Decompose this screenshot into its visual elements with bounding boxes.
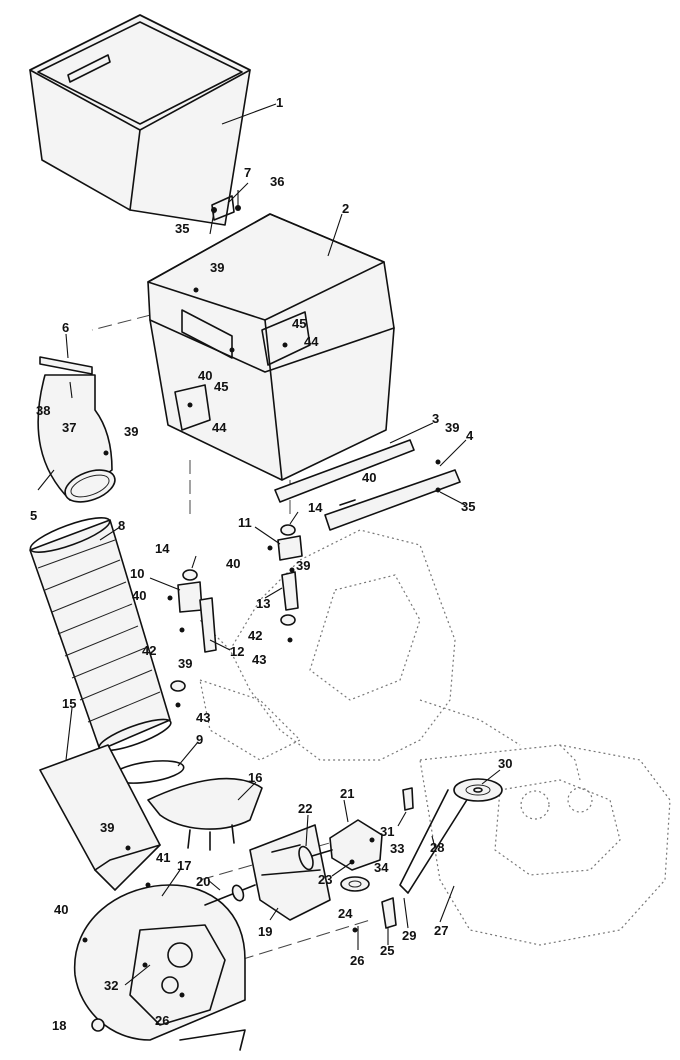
callout-16: 16 bbox=[248, 770, 262, 785]
large-pulley bbox=[453, 778, 503, 802]
callout-28: 28 bbox=[430, 840, 444, 855]
callout-3: 3 bbox=[432, 411, 439, 426]
collector-housing bbox=[147, 213, 395, 481]
callout-11: 11 bbox=[238, 515, 252, 530]
callout-33: 33 bbox=[390, 841, 404, 856]
callout-14-right: 14 bbox=[308, 500, 323, 515]
pin bbox=[402, 787, 414, 811]
callout-30: 30 bbox=[498, 756, 512, 771]
mount-brackets bbox=[170, 524, 303, 692]
callout-42-left: 42 bbox=[142, 643, 156, 658]
callout-44-front: 44 bbox=[304, 334, 319, 349]
callout-1: 1 bbox=[276, 95, 283, 110]
callout-38: 38 bbox=[36, 403, 50, 418]
callout-35-upper: 35 bbox=[175, 221, 189, 236]
mounting-rails bbox=[274, 439, 461, 531]
callout-45-side: 45 bbox=[214, 379, 228, 394]
callout-29: 29 bbox=[402, 928, 416, 943]
callout-39-discharge: 39 bbox=[100, 820, 114, 835]
flexible-hose bbox=[29, 517, 172, 752]
small-pulley bbox=[340, 876, 370, 892]
callout-36: 36 bbox=[270, 174, 284, 189]
callout-39-chute: 39 bbox=[124, 424, 138, 439]
callout-43-right: 43 bbox=[252, 652, 266, 667]
callout-39-bracket: 39 bbox=[178, 656, 192, 671]
deck-spindle-pulley-b bbox=[567, 787, 593, 813]
callout-10: 10 bbox=[130, 566, 144, 581]
callout-44-side: 44 bbox=[212, 420, 227, 435]
callout-13: 13 bbox=[256, 596, 270, 611]
callout-37: 37 bbox=[62, 420, 76, 435]
callout-23: 23 bbox=[318, 872, 332, 887]
callout-42-right: 42 bbox=[248, 628, 262, 643]
housing-side-opening bbox=[181, 309, 233, 359]
callout-39-housing: 39 bbox=[210, 260, 224, 275]
callout-35-lower: 35 bbox=[461, 499, 475, 514]
callout-41: 41 bbox=[156, 850, 170, 865]
tensioner bbox=[381, 897, 397, 929]
callout-21: 21 bbox=[340, 786, 354, 801]
callout-40-rail: 40 bbox=[362, 470, 376, 485]
callout-26-lower: 26 bbox=[155, 1013, 169, 1028]
discharge-chute bbox=[39, 744, 161, 891]
callout-15: 15 bbox=[62, 696, 76, 711]
callout-27: 27 bbox=[434, 923, 448, 938]
hopper-handle-slot bbox=[67, 54, 111, 83]
callout-40-housing: 40 bbox=[198, 368, 212, 383]
deflector-shield bbox=[147, 777, 263, 830]
callout-7: 7 bbox=[244, 165, 251, 180]
elbow-chute bbox=[37, 374, 116, 503]
fastener-dots bbox=[82, 287, 441, 998]
callout-18: 18 bbox=[52, 1018, 66, 1033]
callout-40-bracket: 40 bbox=[132, 588, 146, 603]
callout-40-mount: 40 bbox=[226, 556, 240, 571]
callout-25: 25 bbox=[380, 943, 394, 958]
callout-20: 20 bbox=[196, 874, 210, 889]
callout-39-rail: 39 bbox=[445, 420, 459, 435]
leader-lines bbox=[37, 103, 501, 986]
callout-labels: 1 2 3 4 5 6 7 8 9 10 11 12 13 14 14 15 1… bbox=[30, 95, 512, 1033]
blower-housing bbox=[73, 884, 246, 1051]
callout-34: 34 bbox=[374, 860, 389, 875]
callout-14-left: 14 bbox=[155, 541, 170, 556]
callout-45-front: 45 bbox=[292, 316, 306, 331]
hopper-bin bbox=[29, 14, 251, 226]
callout-22: 22 bbox=[298, 801, 312, 816]
drive-shaft bbox=[204, 884, 256, 906]
callout-4: 4 bbox=[466, 428, 474, 443]
callout-17: 17 bbox=[177, 858, 191, 873]
callout-40-blower: 40 bbox=[54, 902, 68, 917]
gearbox bbox=[298, 819, 383, 871]
callout-6: 6 bbox=[62, 320, 69, 335]
callout-24: 24 bbox=[338, 906, 353, 921]
callout-2: 2 bbox=[342, 201, 349, 216]
callout-5: 5 bbox=[30, 508, 37, 523]
callout-32: 32 bbox=[104, 978, 118, 993]
rubber-mount-right bbox=[280, 524, 296, 536]
deck-spindle-pulley-a bbox=[520, 790, 550, 820]
callout-9: 9 bbox=[196, 732, 203, 747]
callout-26-upper: 26 bbox=[350, 953, 364, 968]
knob bbox=[91, 1018, 105, 1032]
callout-31: 31 bbox=[380, 824, 394, 839]
callout-8: 8 bbox=[118, 518, 125, 533]
callout-12: 12 bbox=[230, 644, 244, 659]
callout-43-left: 43 bbox=[196, 710, 210, 725]
rubber-mount-left bbox=[182, 569, 198, 581]
drive-belt bbox=[399, 789, 471, 894]
housing-front-opening bbox=[261, 311, 311, 366]
callout-39-mount: 39 bbox=[296, 558, 310, 573]
callout-19: 19 bbox=[258, 924, 272, 939]
